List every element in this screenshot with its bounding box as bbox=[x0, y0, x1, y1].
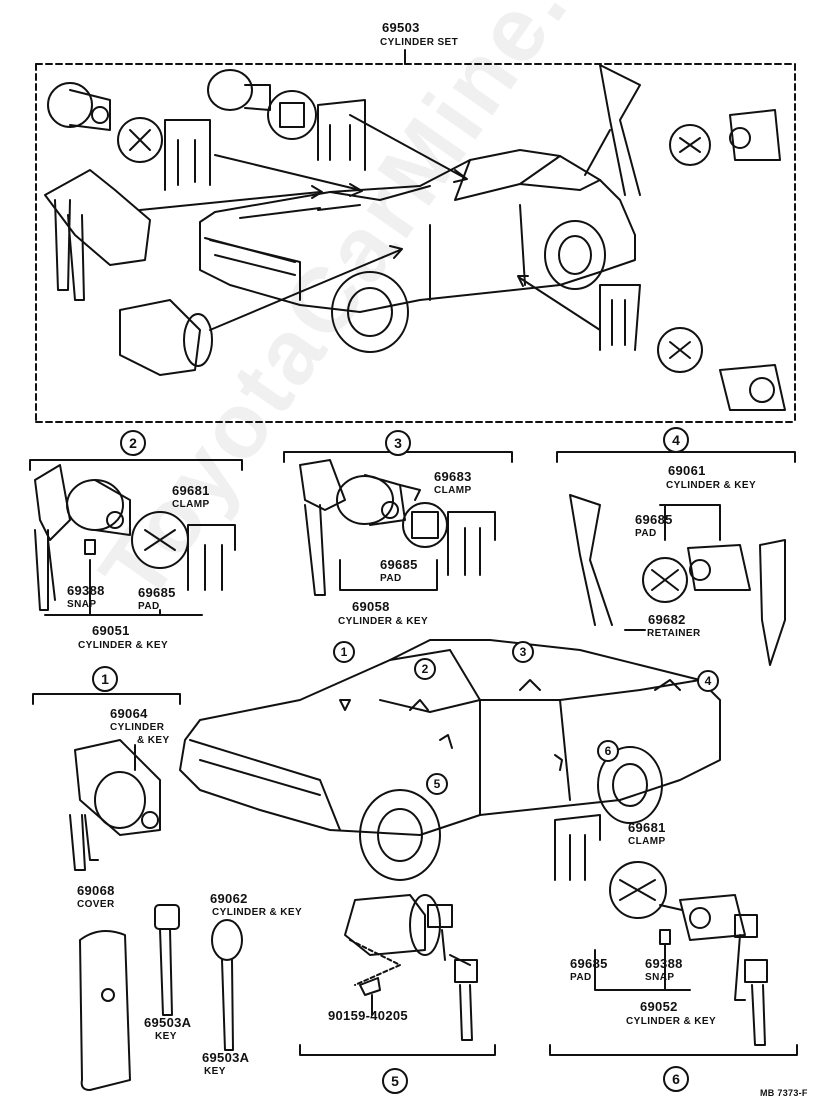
g6-pad-name: PAD bbox=[570, 972, 592, 983]
g6-cylinder-name: CYLINDER & KEY bbox=[626, 1016, 717, 1027]
g3-clamp-part: 69683 bbox=[434, 469, 472, 484]
g5-key2-part: 69503A bbox=[202, 1050, 250, 1065]
group-5-marker: 5 bbox=[382, 1068, 408, 1094]
g4-cylinder-name: CYLINDER & KEY bbox=[666, 480, 757, 491]
g2-clamp-name: CLAMP bbox=[172, 499, 210, 510]
top-parts bbox=[44, 64, 786, 411]
g4-cylinder-part: 69061 bbox=[668, 463, 706, 478]
g1-cylinder-name-line1: CYLINDER bbox=[110, 722, 165, 733]
group2-parts bbox=[34, 464, 236, 616]
group-6-marker: 6 bbox=[663, 1066, 689, 1092]
g2-clamp-part: 69681 bbox=[172, 483, 210, 498]
group3-parts bbox=[299, 459, 496, 596]
g3-pad-name: PAD bbox=[380, 573, 402, 584]
car-callout-6: 6 bbox=[597, 740, 619, 762]
g4-retainer-name: RETAINER bbox=[647, 628, 701, 639]
bottom-car-illustration bbox=[179, 639, 721, 881]
g5-key-part: 69503A bbox=[144, 1015, 192, 1030]
group-1-marker: 1 bbox=[92, 666, 118, 692]
group5-parts bbox=[79, 894, 478, 1091]
group-3-marker: 3 bbox=[385, 430, 411, 456]
car-callout-5: 5 bbox=[426, 773, 448, 795]
g3-cylinder-name: CYLINDER & KEY bbox=[338, 616, 429, 627]
g2-pad-part: 69685 bbox=[138, 585, 176, 600]
g6-clamp-name: CLAMP bbox=[628, 836, 666, 847]
group6-parts bbox=[554, 814, 768, 1046]
group-2-marker: 2 bbox=[120, 430, 146, 456]
g6-clamp-part: 69681 bbox=[628, 820, 666, 835]
g6-pad-part: 69685 bbox=[570, 956, 608, 971]
g5-cylinder-name: CYLINDER & KEY bbox=[212, 907, 303, 918]
g5-bolt-part: 90159-40205 bbox=[328, 1008, 408, 1023]
g2-pad-name: PAD bbox=[138, 601, 160, 612]
g2-snap-name: SNAP bbox=[67, 599, 97, 610]
group4-parts bbox=[569, 494, 786, 666]
section-brackets bbox=[29, 451, 798, 1056]
g3-cylinder-part: 69058 bbox=[352, 599, 390, 614]
car-callout-2: 2 bbox=[414, 658, 436, 680]
g2-cylinder-name: CYLINDER & KEY bbox=[78, 640, 169, 651]
g5-cylinder-part: 69062 bbox=[210, 891, 248, 906]
g1-cylinder-part: 69064 bbox=[110, 706, 148, 721]
g2-snap-part: 69388 bbox=[67, 583, 105, 598]
top-arrows bbox=[139, 114, 611, 331]
g6-snap-part: 69388 bbox=[645, 956, 683, 971]
g5-key-name: KEY bbox=[155, 1031, 177, 1042]
g5-key2-name: KEY bbox=[204, 1066, 226, 1077]
car-callout-4: 4 bbox=[697, 670, 719, 692]
g5-cover-part: 69068 bbox=[77, 883, 115, 898]
top-car-illustration bbox=[199, 149, 636, 353]
cylinder-set-part-number: 69503 bbox=[382, 20, 420, 35]
g3-pad-part: 69685 bbox=[380, 557, 418, 572]
g3-clamp-name: CLAMP bbox=[434, 485, 472, 496]
car-callout-3: 3 bbox=[512, 641, 534, 663]
g5-cover-name: COVER bbox=[77, 899, 115, 910]
g6-cylinder-part: 69052 bbox=[640, 999, 678, 1014]
figure-code: MB 7373-F bbox=[760, 1088, 808, 1098]
group-4-marker: 4 bbox=[663, 427, 689, 453]
car-callout-1: 1 bbox=[333, 641, 355, 663]
cylinder-set-box bbox=[35, 49, 796, 423]
g4-pad-part: 69685 bbox=[635, 512, 673, 527]
g6-snap-name: SNAP bbox=[645, 972, 675, 983]
group1-parts bbox=[69, 739, 161, 871]
g4-retainer-part: 69682 bbox=[648, 612, 686, 627]
g2-cylinder-part: 69051 bbox=[92, 623, 130, 638]
g4-pad-name: PAD bbox=[635, 528, 657, 539]
g1-cylinder-name-line2: & KEY bbox=[137, 735, 170, 746]
cylinder-set-name: CYLINDER SET bbox=[380, 37, 459, 48]
